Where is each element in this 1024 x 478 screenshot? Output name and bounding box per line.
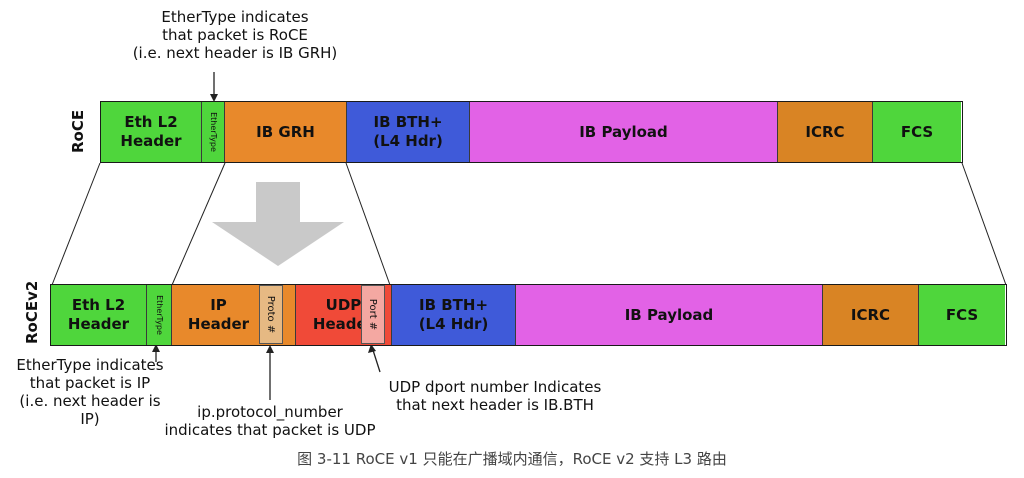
segment-label: Header	[187, 315, 250, 333]
segment-label: Header	[312, 315, 375, 333]
port-arrowhead	[368, 344, 376, 353]
segment-label: (L4 Hdr)	[373, 132, 443, 150]
segment-label: EtherType	[209, 112, 219, 152]
roce-row-label: RoCE	[69, 109, 87, 153]
roce-ib-grh: IB GRH	[225, 102, 347, 162]
rocev2-ib-bth: IB BTH+(L4 Hdr)	[392, 285, 516, 345]
segment-label: (L4 Hdr)	[418, 315, 489, 333]
annotation-line: UDP dport number Indicates	[388, 378, 602, 396]
segment-label: IB GRH	[256, 122, 315, 141]
segment-label: FCS	[900, 122, 934, 141]
segment-label: IP	[210, 296, 227, 314]
expand-line-left	[51, 162, 101, 286]
expand-line-right	[961, 162, 1007, 286]
rocev2-ib-payload: IB Payload	[516, 285, 823, 345]
segment-label: Header	[120, 132, 182, 150]
segment-label: IB BTH+	[373, 113, 443, 131]
annotation-line: EtherType indicates	[161, 8, 309, 26]
roce-ethertype-annotation: EtherType indicates that packet is RoCE …	[100, 8, 370, 62]
figure-caption: 图 3-11 RoCE v1 只能在广播域内通信，RoCE v2 支持 L3 路…	[297, 450, 727, 468]
proto-arrowhead	[266, 345, 274, 353]
port-field-label: Port #	[367, 298, 379, 331]
annotation-line: IP)	[80, 410, 100, 428]
rocev2-fcs: FCS	[919, 285, 1005, 345]
annotation-line: EtherType indicates	[16, 356, 164, 374]
annotation-line: that packet is RoCE	[162, 26, 308, 44]
ip-protocol-annotation: ip.protocol_number indicates that packet…	[140, 403, 400, 439]
proto-field-label: Proto #	[265, 295, 277, 334]
rocev2-ethertype: EtherType	[147, 285, 172, 345]
port-field: Port #	[361, 285, 385, 344]
segment-label: ICRC	[805, 122, 845, 141]
expand-line-grh-left	[171, 162, 226, 286]
roce-ib-bth: IB BTH+(L4 Hdr)	[347, 102, 470, 162]
udp-dport-annotation: UDP dport number Indicates that next hea…	[360, 378, 630, 414]
roce-icrc: ICRC	[778, 102, 873, 162]
annotation-line: (i.e. next header is	[19, 392, 161, 410]
segment-label: IB BTH+	[418, 296, 489, 314]
annotation-line: ip.protocol_number	[197, 403, 343, 421]
annotation-line: indicates that packet is UDP	[164, 421, 376, 439]
big-down-arrow	[212, 182, 344, 266]
segment-label: FCS	[945, 305, 979, 324]
annotation-line: that next header is IB.BTH	[396, 396, 594, 414]
segment-label: IB Payload	[579, 122, 668, 141]
roce-ethertype: EtherType	[202, 102, 225, 162]
segment-label: EtherType	[155, 295, 165, 335]
segment-label: Eth L2	[124, 113, 178, 131]
rocev2-icrc: ICRC	[823, 285, 919, 345]
roce-ethertype-arrowhead	[210, 94, 218, 102]
rocev2-row-label: RoCEv2	[23, 280, 41, 344]
annotation-line: that packet is IP	[29, 374, 151, 392]
annotation-line: (i.e. next header is IB GRH)	[132, 44, 338, 62]
segment-label: ICRC	[850, 305, 891, 324]
roce-fcs: FCS	[873, 102, 961, 162]
proto-field: Proto #	[259, 285, 283, 344]
rocev2-ethertype-arrowhead	[152, 344, 160, 352]
rocev2-ethertype-annotation: EtherType indicates that packet is IP (i…	[0, 356, 180, 428]
segment-label: IB Payload	[624, 305, 714, 324]
expand-line-grh-right	[345, 162, 391, 286]
segment-label: UDP	[325, 296, 362, 314]
roce-ib-payload: IB Payload	[470, 102, 778, 162]
segment-label: Eth L2	[71, 296, 126, 314]
segment-label: Header	[67, 315, 130, 333]
